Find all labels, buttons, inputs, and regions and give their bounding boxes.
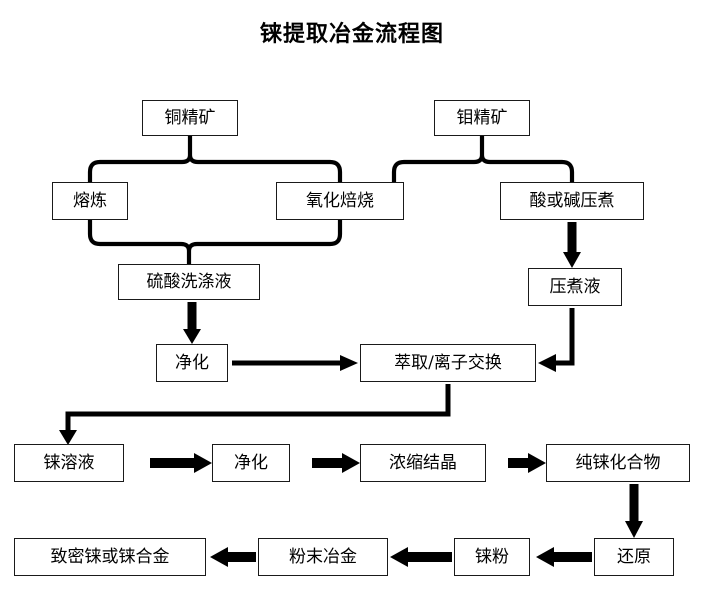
node-label: 酸或碱压煮 xyxy=(529,190,615,211)
edge-copper-to-smelting-roasting xyxy=(87,133,343,185)
node-label: 浓缩结晶 xyxy=(389,452,457,473)
edge-extraction-to-rhenium-solution xyxy=(59,384,451,445)
node-oxidative-roasting[interactable]: 氧化焙烧 xyxy=(276,182,404,220)
edge-sulfuric-wash-to-purification xyxy=(183,302,201,344)
node-rhenium-powder[interactable]: 铼粉 xyxy=(454,538,530,576)
edge-leach-to-liquor xyxy=(563,222,581,268)
page-title: 铼提取冶金流程图 xyxy=(259,21,444,47)
edge-purification2-to-crystallization xyxy=(312,453,360,473)
node-label: 熔炼 xyxy=(73,190,107,211)
node-label: 粉末冶金 xyxy=(289,546,357,567)
node-sulfuric-wash[interactable]: 硫酸洗涤液 xyxy=(118,264,260,300)
node-purification-2[interactable]: 净化 xyxy=(212,444,290,482)
node-label: 萃取/离子交换 xyxy=(394,352,502,373)
node-label: 铼粉 xyxy=(475,546,509,567)
edge-purification-to-extraction xyxy=(232,355,358,371)
node-label: 硫酸洗涤液 xyxy=(146,271,232,292)
edge-crystallization-to-pure-compound xyxy=(508,453,546,473)
node-label: 铜精矿 xyxy=(164,107,216,128)
node-concentrate-crystallization[interactable]: 浓缩结晶 xyxy=(360,444,486,482)
node-powder-metallurgy[interactable]: 粉末冶金 xyxy=(258,538,388,576)
node-label: 铼溶液 xyxy=(43,452,95,473)
node-leach-liquor[interactable]: 压煮液 xyxy=(528,268,622,306)
node-rhenium-solution[interactable]: 铼溶液 xyxy=(14,444,124,482)
node-dense-rhenium-or-alloy[interactable]: 致密铼或铼合金 xyxy=(14,538,206,576)
node-label: 致密铼或铼合金 xyxy=(50,546,170,567)
edge-powder-metallurgy-to-dense-alloy xyxy=(210,547,256,567)
node-label: 压煮液 xyxy=(549,276,601,297)
edge-pure-compound-to-reduction xyxy=(625,484,643,538)
node-label: 净化 xyxy=(175,352,209,373)
edge-moly-to-roasting-leach xyxy=(391,133,575,185)
node-label: 纯铼化合物 xyxy=(575,452,661,473)
node-label: 还原 xyxy=(617,546,651,567)
node-reduction[interactable]: 还原 xyxy=(594,538,674,576)
node-purification-1[interactable]: 净化 xyxy=(156,344,228,382)
edge-rhenium-powder-to-powder-metallurgy xyxy=(390,547,452,567)
node-smelting[interactable]: 熔炼 xyxy=(52,182,128,220)
node-label: 净化 xyxy=(234,452,268,473)
edge-liquor-to-extraction xyxy=(538,308,575,372)
node-extraction-ion-exchange[interactable]: 萃取/离子交换 xyxy=(360,344,536,382)
node-acid-alkali-leach[interactable]: 酸或碱压煮 xyxy=(500,182,644,220)
edge-smelting-roasting-to-sulfuric-wash xyxy=(87,217,343,267)
edge-rhenium-solution-to-purification2 xyxy=(150,453,212,473)
node-copper-concentrate[interactable]: 铜精矿 xyxy=(142,100,238,136)
node-label: 氧化焙烧 xyxy=(306,190,374,211)
edge-reduction-to-rhenium-powder xyxy=(536,547,592,567)
node-pure-rhenium-compound[interactable]: 纯铼化合物 xyxy=(546,444,690,482)
node-moly-concentrate[interactable]: 钼精矿 xyxy=(434,100,530,136)
node-label: 钼精矿 xyxy=(456,107,508,128)
